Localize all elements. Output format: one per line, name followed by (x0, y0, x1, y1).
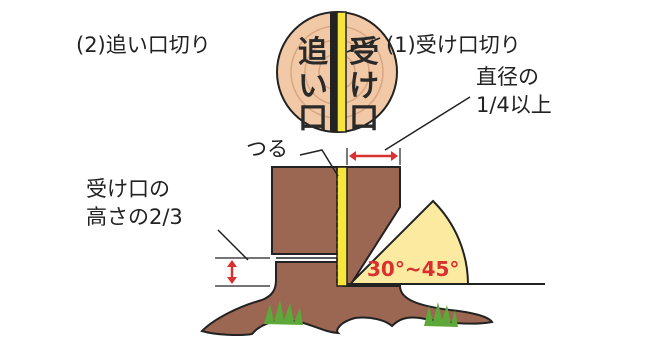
section-char-left-2: い (298, 69, 328, 104)
angle-label: 30°~45° (367, 257, 459, 281)
face-cut-notch (336, 11, 347, 133)
section-char-left-1: 追 (298, 35, 328, 70)
section-char-right-2: け (349, 69, 379, 104)
height-label-line2: 高さの2/3 (86, 205, 183, 229)
angle-wedge (347, 199, 470, 285)
depth-label-line2: 1/4以上 (476, 93, 552, 117)
back-cut-line (330, 12, 337, 132)
height-dimension (215, 229, 270, 287)
depth-dimension (346, 96, 471, 165)
hinge-label: つる (246, 137, 288, 161)
hinge-strip (336, 166, 348, 287)
back-cut-label: (2)追い口切り (76, 33, 211, 57)
face-cut-leader (346, 37, 381, 53)
hinge-leader (299, 149, 339, 177)
depth-label-line1: 直径の (476, 65, 539, 89)
section-char-left-3: 口 (298, 101, 328, 136)
section-char-right-3: 口 (349, 101, 379, 136)
grass (264, 300, 458, 327)
log-cross-section: 追 い 口 受 け 口 (276, 11, 398, 136)
stump (200, 261, 494, 336)
height-label-line1: 受け口の (86, 177, 170, 201)
face-cut-label: (1)受け口切り (386, 33, 521, 57)
